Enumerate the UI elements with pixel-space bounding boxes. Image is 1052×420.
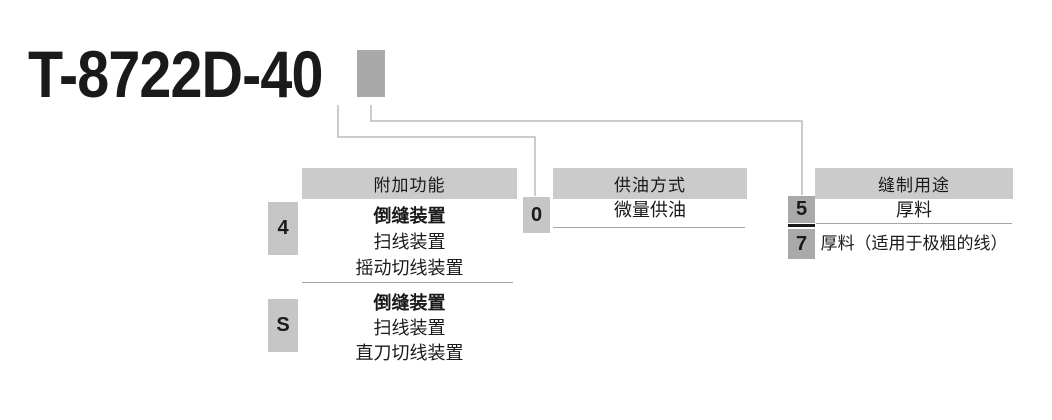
- model-number: T-8722D-40: [28, 37, 323, 111]
- table-header-sewing-purpose: 缝制用途: [815, 168, 1013, 199]
- feature-group-s: 倒缝装置 扫线装置 直刀切线装置: [302, 291, 517, 366]
- code-box-0: 0: [523, 197, 550, 233]
- code-box-5: 5: [788, 196, 815, 223]
- sewing-group-7: 厚料（适用于极粗的线）: [815, 231, 1013, 257]
- table-header-additional-functions: 附加功能: [302, 168, 517, 199]
- feature-row: 扫线装置: [373, 318, 446, 338]
- feature-group-4: 倒缝装置 扫线装置 摇动切线装置: [302, 203, 517, 281]
- feature-row: 倒缝装置: [373, 206, 446, 226]
- feature-row: 厚料: [896, 200, 932, 220]
- feature-row: 微量供油: [614, 200, 686, 220]
- code-box-7: 7: [788, 229, 815, 259]
- divider: [553, 227, 745, 228]
- feature-row: 扫线装置: [373, 232, 446, 252]
- divider-thick: [788, 224, 815, 227]
- divider: [816, 223, 1012, 224]
- feature-row: 直刀切线装置: [355, 343, 464, 363]
- model-code-placeholder-box: [357, 50, 385, 97]
- oil-supply-group-0: 微量供油: [553, 197, 747, 223]
- code-box-4: 4: [268, 202, 298, 255]
- sewing-group-5: 厚料: [815, 197, 1013, 223]
- code-box-s: S: [268, 299, 298, 352]
- table-header-oil-supply: 供油方式: [553, 168, 747, 199]
- divider: [302, 282, 513, 283]
- feature-row: 摇动切线装置: [355, 258, 464, 278]
- feature-row: 厚料（适用于极粗的线）: [820, 234, 1008, 253]
- feature-row: 倒缝装置: [373, 293, 446, 313]
